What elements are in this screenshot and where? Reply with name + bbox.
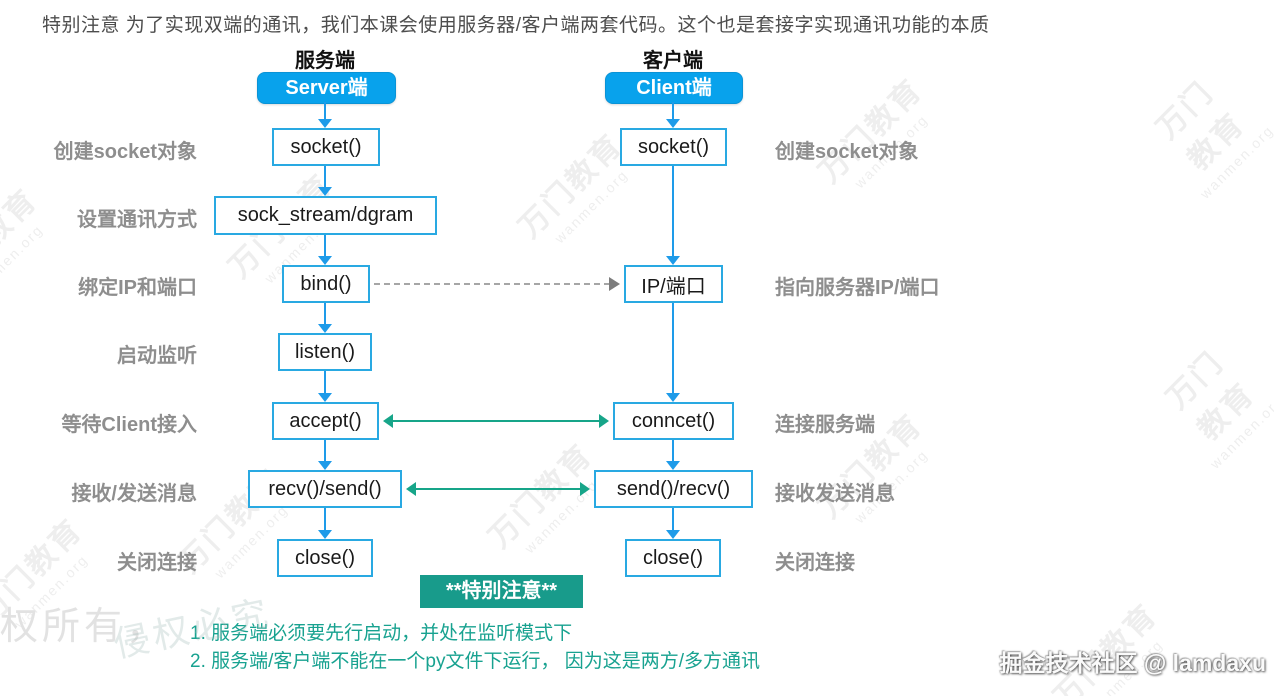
- client-badge: Client端: [605, 72, 743, 104]
- left-label-wait-client: 等待Client接入: [61, 414, 197, 436]
- client-step-ip-port: IP/端口: [624, 265, 723, 303]
- top-note: 特别注意 为了实现双端的通讯，我们本课会使用服务器/客户端两套代码。这个也是套接…: [42, 15, 990, 36]
- server-step-accept: accept(): [272, 402, 379, 440]
- server-step-sock-stream-dgram: sock_stream/dgram: [214, 196, 437, 235]
- client-column-header: 客户端: [643, 50, 703, 72]
- arrow-down-icon: [318, 440, 332, 470]
- arrow-down-icon: [318, 371, 332, 402]
- server-step-recv-send: recv()/send(): [248, 470, 402, 508]
- left-label-start-listen: 启动监听: [117, 345, 197, 367]
- server-step-close: close(): [277, 539, 373, 577]
- copyright-watermark: 权所有，: [0, 606, 169, 648]
- arrow-down-icon: [318, 166, 332, 196]
- left-label-set-comm-mode: 设置通讯方式: [77, 209, 197, 231]
- server-step-socket: socket(): [272, 128, 380, 166]
- special-note-line-2: 2. 服务端/客户端不能在一个py文件下运行， 因为这是两方/多方通讯: [190, 651, 761, 672]
- left-label-bind-ip-port: 绑定IP和端口: [78, 277, 197, 299]
- double-arrow-recv-send-icon: [406, 482, 590, 496]
- arrow-down-icon: [318, 235, 332, 265]
- right-label-create-socket: 创建socket对象: [775, 141, 919, 163]
- special-note-line-1: 1. 服务端必须要先行启动，并处在监听模式下: [190, 623, 573, 644]
- arrow-down-icon: [318, 303, 332, 333]
- left-label-close-conn: 关闭连接: [117, 552, 197, 574]
- arrow-down-icon: [666, 303, 680, 402]
- server-column-header: 服务端: [295, 50, 355, 72]
- special-note-badge: **特别注意**: [420, 575, 583, 608]
- arrow-down-icon: [666, 508, 680, 539]
- client-step-send-recv: send()/recv(): [594, 470, 753, 508]
- server-step-bind: bind(): [282, 265, 370, 303]
- double-arrow-accept-connect-icon: [383, 414, 609, 428]
- client-step-close: close(): [625, 539, 721, 577]
- right-label-point-server-ip: 指向服务器IP/端口: [775, 277, 940, 299]
- client-step-connect: conncet(): [613, 402, 734, 440]
- server-badge: Server端: [257, 72, 396, 104]
- arrow-down-icon: [666, 440, 680, 470]
- right-label-connect-server: 连接服务端: [775, 414, 875, 436]
- right-label-close-conn: 关闭连接: [775, 552, 855, 574]
- left-label-recv-send-msg: 接收/发送消息: [71, 483, 197, 505]
- left-label-create-socket: 创建socket对象: [53, 141, 197, 163]
- arrow-down-icon: [666, 102, 680, 128]
- credit-text: 掘金技术社区 @ lamdaxu: [999, 650, 1266, 676]
- right-label-recv-send-msg: 接收发送消息: [775, 483, 895, 505]
- client-step-socket: socket(): [620, 128, 727, 166]
- server-step-listen: listen(): [278, 333, 372, 371]
- arrow-down-icon: [318, 508, 332, 539]
- arrow-down-icon: [666, 166, 680, 265]
- dashed-arrow-bind-to-ip-icon: [374, 277, 620, 291]
- arrow-down-icon: [318, 102, 332, 128]
